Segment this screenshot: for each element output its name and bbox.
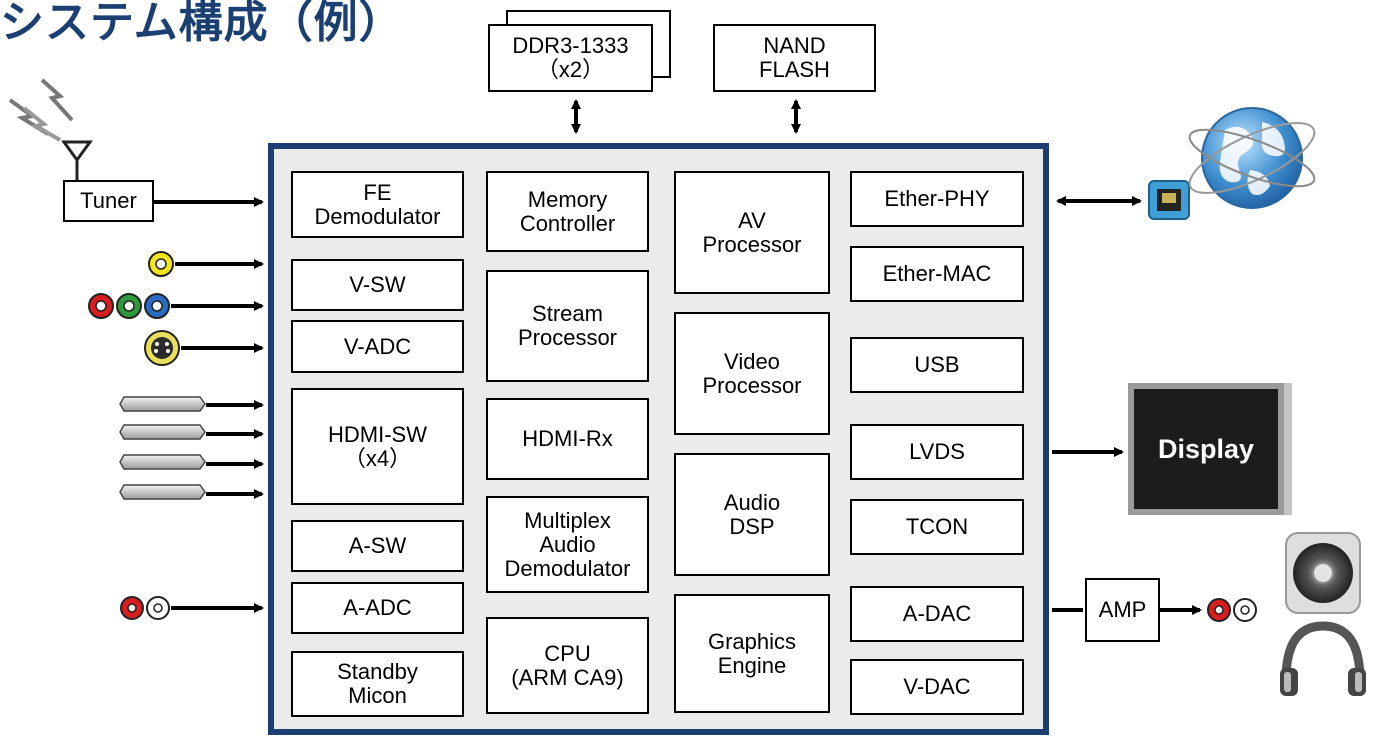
amp-block: AMP	[1085, 578, 1160, 642]
antenna-icon	[8, 78, 93, 180]
memory-arrows	[571, 99, 801, 134]
speaker-icon	[1285, 532, 1361, 614]
v-sw-block: V-SW	[291, 259, 464, 311]
memory-controller-block: Memory Controller	[486, 171, 649, 252]
video-processor-block: Video Processor	[674, 312, 830, 435]
v-adc-block: V-ADC	[291, 320, 464, 373]
usb-block: USB	[850, 337, 1024, 393]
graphics-engine-block: Graphics Engine	[674, 594, 830, 713]
rca-jack-icon	[1207, 598, 1257, 622]
display-label: Display	[1157, 433, 1255, 464]
tuner-block: Tuner	[63, 180, 154, 222]
page-title: システム構成（例）	[0, 0, 404, 47]
hdmi-connector-icon	[119, 396, 206, 500]
ddr3-memory-block: DDR3-1333 （x2）	[488, 24, 653, 92]
rca-jack-icon	[120, 596, 170, 620]
standby-micon-block: Standby Micon	[291, 651, 464, 717]
globe-icon	[1188, 107, 1316, 209]
rca-jack-icon	[148, 251, 174, 277]
headphones-icon	[1280, 621, 1366, 696]
multiplex-audio-demodulator-block: Multiplex Audio Demodulator	[486, 496, 649, 593]
tcon-block: TCON	[850, 499, 1024, 555]
ethernet-port-icon	[1148, 180, 1190, 220]
stream-processor-block: Stream Processor	[486, 270, 649, 382]
cpu-block: CPU (ARM CA9)	[486, 617, 649, 714]
fe-demodulator-block: FE Demodulator	[291, 171, 464, 238]
a-dac-block: A-DAC	[850, 586, 1024, 642]
hdmi-sw-block: HDMI-SW （x4）	[291, 388, 464, 505]
v-dac-block: V-DAC	[850, 659, 1024, 715]
ether-mac-block: Ether-MAC	[850, 246, 1024, 302]
rca-jack-icon	[88, 293, 170, 319]
av-processor-block: AV Processor	[674, 171, 830, 294]
hdmi-rx-block: HDMI-Rx	[486, 398, 649, 480]
ether-phy-block: Ether-PHY	[850, 171, 1024, 227]
hdmi-arrows	[206, 400, 264, 499]
lvds-block: LVDS	[850, 424, 1024, 480]
a-adc-block: A-ADC	[291, 582, 464, 634]
nand-flash-block: NAND FLASH	[713, 24, 876, 92]
a-sw-block: A-SW	[291, 520, 464, 572]
s-video-icon	[144, 330, 180, 366]
display-panel: Display	[1128, 383, 1292, 515]
audio-dsp-block: Audio DSP	[674, 453, 830, 576]
